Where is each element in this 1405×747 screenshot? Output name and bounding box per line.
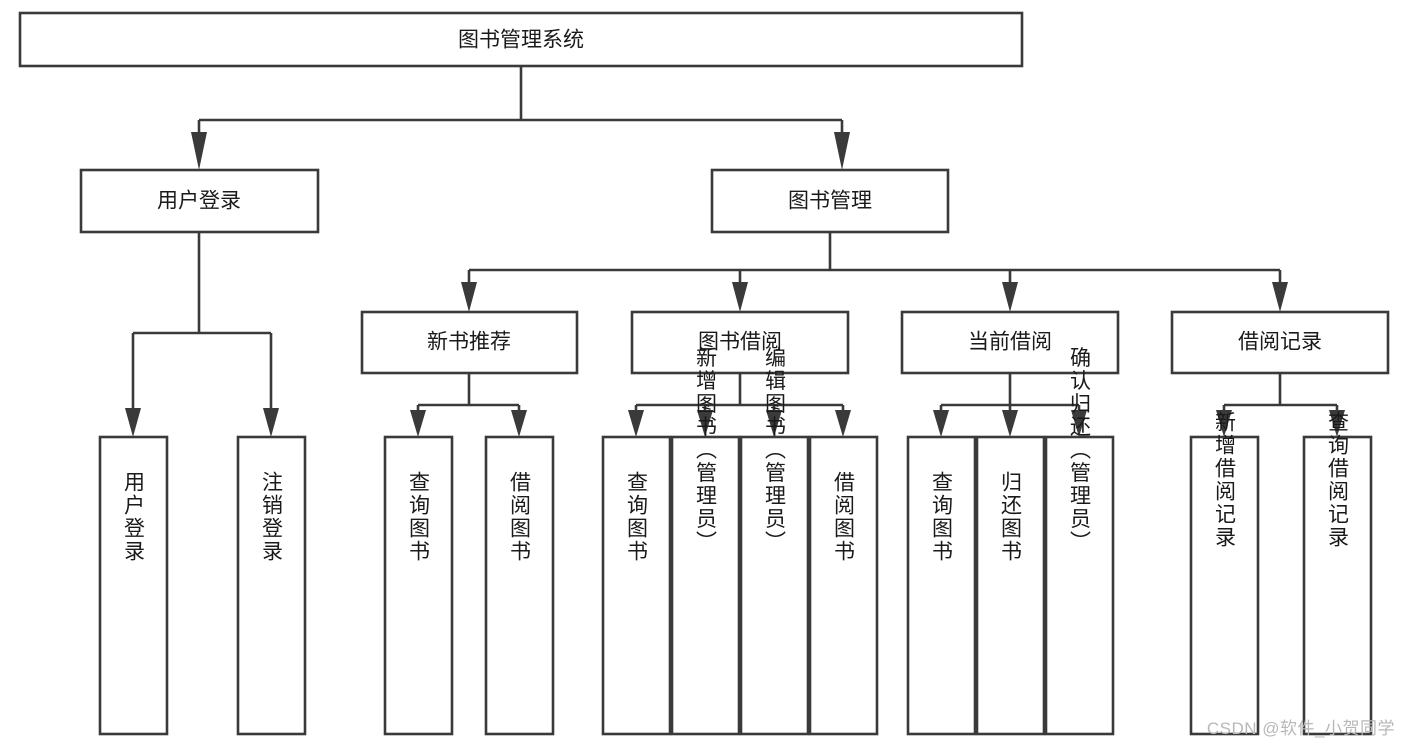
- arrow-head-leaf-confirm-return: [1071, 410, 1087, 437]
- arrow-head-borrow-record: [1272, 282, 1288, 312]
- node-leaf-return-book[interactable]: 归还图书: [975, 435, 1046, 736]
- arrow-head-leaf-add-book: [697, 410, 713, 437]
- node-leaf-query-book-2[interactable]: 查询图书: [601, 435, 672, 736]
- arrow-head-leaf-user-logout: [263, 408, 279, 437]
- node-leaf-add-book-label: 新增图书（管理员）: [694, 347, 718, 554]
- node-book-manage[interactable]: 图书管理: [710, 168, 950, 234]
- node-root[interactable]: 图书管理系统: [18, 11, 1024, 68]
- arrow-head-current-borrow: [1002, 282, 1018, 312]
- node-leaf-return-book-label: 归还图书: [999, 471, 1023, 563]
- node-current-borrow[interactable]: 当前借阅: [900, 310, 1120, 375]
- arrow-head-leaf-query-book-2: [628, 410, 644, 437]
- node-leaf-confirm-return-box[interactable]: [1044, 435, 1115, 736]
- node-leaf-add-record-box[interactable]: [1189, 435, 1260, 736]
- node-leaf-add-record[interactable]: 新增借阅记录: [1189, 411, 1260, 736]
- node-user-login-label: 用户登录: [157, 190, 241, 213]
- node-leaf-borrow-book-2-box[interactable]: [808, 435, 879, 736]
- node-leaf-edit-book-label: 编辑图书（管理员）: [763, 347, 787, 554]
- arrow-head-leaf-add-record: [1216, 410, 1232, 437]
- node-leaf-query-book-2-label: 查询图书: [625, 471, 649, 563]
- node-leaf-borrow-book-1[interactable]: 借阅图书: [484, 435, 555, 736]
- node-leaf-add-book[interactable]: 新增图书（管理员）: [670, 347, 741, 736]
- node-leaf-user-login-box[interactable]: [98, 435, 169, 736]
- node-leaf-borrow-book-1-box[interactable]: [484, 435, 555, 736]
- connector-layer: [125, 66, 1345, 437]
- node-leaf-borrow-book-2[interactable]: 借阅图书: [808, 435, 879, 736]
- node-leaf-user-logout[interactable]: 注销登录: [236, 435, 307, 736]
- node-leaf-edit-book[interactable]: 编辑图书（管理员）: [739, 347, 810, 736]
- node-leaf-user-logout-label: 注销登录: [260, 471, 284, 563]
- node-leaf-query-book-3[interactable]: 查询图书: [906, 435, 977, 736]
- arrow-head-leaf-query-book-1: [410, 410, 426, 437]
- node-borrow-record-box[interactable]: [1170, 310, 1390, 375]
- node-current-borrow-box[interactable]: [900, 310, 1120, 375]
- node-borrow-record[interactable]: 借阅记录: [1170, 310, 1390, 375]
- arrow-head-new-book-recommend: [461, 282, 477, 312]
- node-leaf-borrow-book-1-label: 借阅图书: [508, 471, 532, 563]
- node-book-borrow-box[interactable]: [630, 310, 850, 375]
- node-leaf-user-login-label: 用户登录: [122, 471, 146, 563]
- arrow-head-leaf-query-book-3: [933, 410, 949, 437]
- node-current-borrow-label: 当前借阅: [968, 331, 1052, 354]
- node-leaf-confirm-return[interactable]: 确认归还（管理员）: [1044, 347, 1115, 736]
- node-book-manage-box[interactable]: [710, 168, 950, 234]
- node-leaf-user-login[interactable]: 用户登录: [98, 435, 169, 736]
- node-leaf-query-book-1-box[interactable]: [383, 435, 454, 736]
- node-new-book-recommend-label: 新书推荐: [427, 331, 511, 354]
- arrow-head-book-borrow: [732, 282, 748, 312]
- arrow-head-leaf-user-login: [125, 408, 141, 437]
- node-user-login-box[interactable]: [79, 168, 320, 234]
- node-leaf-query-book-3-box[interactable]: [906, 435, 977, 736]
- node-leaf-query-book-1[interactable]: 查询图书: [383, 435, 454, 736]
- node-leaf-user-logout-box[interactable]: [236, 435, 307, 736]
- node-leaf-query-book-1-label: 查询图书: [407, 471, 431, 563]
- node-leaf-query-book-3-label: 查询图书: [930, 471, 954, 563]
- node-leaf-query-record-label: 查询借阅记录: [1326, 411, 1350, 549]
- node-leaf-edit-book-box[interactable]: [739, 435, 810, 736]
- node-leaf-query-book-2-box[interactable]: [601, 435, 672, 736]
- node-leaf-add-book-box[interactable]: [670, 435, 741, 736]
- node-borrow-record-label: 借阅记录: [1238, 331, 1322, 354]
- node-leaf-query-record-box[interactable]: [1302, 435, 1373, 736]
- arrow-head-leaf-borrow-book-2: [835, 410, 851, 437]
- node-book-borrow[interactable]: 图书借阅: [630, 310, 850, 375]
- node-leaf-query-record[interactable]: 查询借阅记录: [1302, 411, 1373, 736]
- node-leaf-add-record-label: 新增借阅记录: [1213, 411, 1237, 549]
- node-root-box[interactable]: [18, 11, 1024, 68]
- node-book-manage-label: 图书管理: [788, 190, 872, 213]
- arrow-head-user-login: [191, 132, 207, 170]
- node-leaf-confirm-return-label: 确认归还（管理员）: [1068, 347, 1092, 554]
- watermark-text: CSDN @软件_小贺同学: [1206, 719, 1395, 738]
- node-leaf-return-book-box[interactable]: [975, 435, 1046, 736]
- node-book-borrow-label: 图书借阅: [698, 331, 782, 354]
- arrow-head-leaf-edit-book: [766, 410, 782, 437]
- arrow-head-book-manage: [834, 132, 850, 170]
- node-user-login[interactable]: 用户登录: [79, 168, 320, 234]
- node-new-book-recommend-box[interactable]: [360, 310, 579, 375]
- arrow-head-leaf-borrow-book-1: [511, 410, 527, 437]
- node-leaf-borrow-book-2-label: 借阅图书: [832, 471, 856, 563]
- node-new-book-recommend[interactable]: 新书推荐: [360, 310, 579, 375]
- arrow-head-leaf-return-book: [1002, 410, 1018, 437]
- arrow-head-leaf-query-record: [1329, 410, 1345, 437]
- node-root-label: 图书管理系统: [458, 29, 584, 52]
